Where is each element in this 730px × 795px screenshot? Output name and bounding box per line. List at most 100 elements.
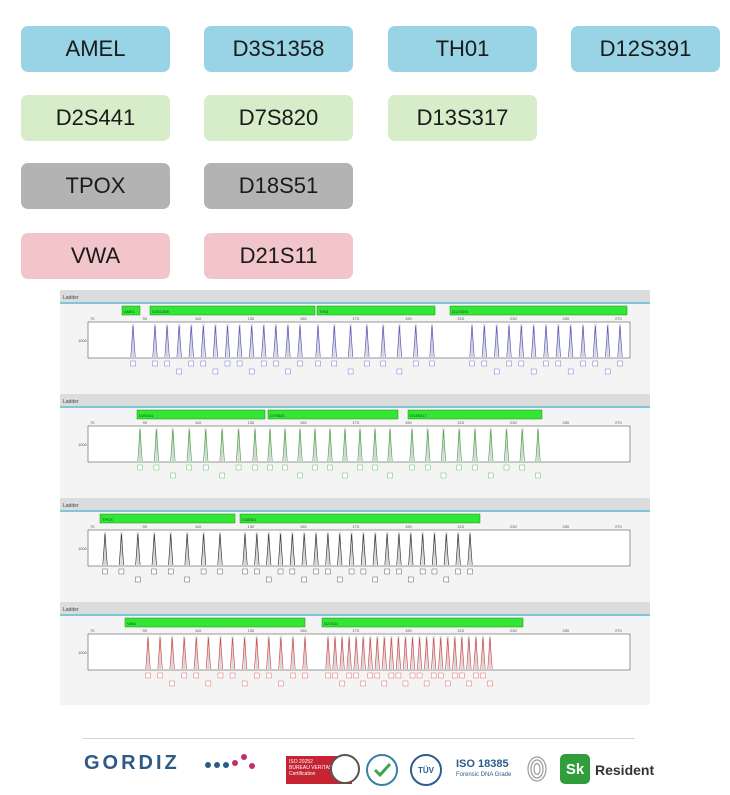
panel-header-bar [60,290,650,302]
allele-call-box [235,464,242,471]
panel-header-accent [60,510,650,512]
allele-call-box [395,672,402,679]
gordiz-logo-dots-icon [205,754,255,769]
allele-call-box [518,360,525,367]
x-tick-label: 190 [405,316,412,321]
allele-peak [242,637,248,670]
x-tick-label: 230 [510,524,517,529]
allele-call-box [212,368,219,375]
y-tick-label: 1000 [78,338,88,343]
allele-peak [408,533,414,566]
allele-peak [467,533,473,566]
allele-call-box [278,680,284,687]
locus-bin [136,409,266,420]
allele-call-box [193,672,200,679]
tuv-seal-icon: TÜV [410,754,442,786]
allele-peak [184,533,190,566]
allele-peak [236,429,242,462]
allele-peak [331,325,337,358]
allele-peak [413,325,419,358]
locus-bin-label: TPOX [102,517,113,522]
allele-call-box [184,576,190,583]
allele-peak [409,429,415,462]
locus-bin [239,513,481,524]
locus-pill-th01: TH01 [388,26,537,72]
allele-peak [170,429,176,462]
allele-call-box [152,360,158,367]
allele-peak [503,429,510,462]
allele-peak [201,533,207,566]
allele-call-box [408,576,414,583]
allele-peak [346,637,352,670]
locus-bin-label: D13S317 [410,413,427,418]
allele-peak [252,429,258,462]
allele-call-box [380,360,386,367]
allele-call-box [604,368,611,375]
panel-header-accent [60,614,650,616]
allele-call-box [266,672,272,679]
locus-bin [407,409,543,420]
allele-call-box [200,568,207,575]
allele-peak [417,637,423,670]
allele-peak [164,325,170,358]
x-tick-label: 90 [143,628,148,633]
locus-bin-label: D21S11 [324,621,339,626]
allele-peak [342,429,348,462]
x-tick-label: 170 [353,524,360,529]
allele-peak [217,533,223,566]
allele-call-box [440,472,447,479]
allele-call-box [431,568,438,575]
allele-peak [518,325,524,358]
allele-call-box [325,672,331,679]
allele-peak [360,533,366,566]
allele-call-box [503,464,510,471]
iso-title: ISO 18385 [456,758,509,770]
allele-call-box [153,464,160,471]
allele-peak [237,325,243,358]
allele-call-box [493,368,500,375]
iso-subtitle: Forensic DNA Grade [456,772,512,778]
locus-bin [99,513,236,524]
allele-peak [535,429,541,462]
x-tick-label: 150 [300,316,307,321]
allele-call-box [535,472,541,479]
allele-call-box [157,672,163,679]
allele-call-box [360,680,366,687]
allele-call-box [467,568,473,575]
allele-call-box [248,368,255,375]
allele-peak [157,637,163,670]
allele-call-box [188,360,194,367]
allele-peak [456,429,462,462]
allele-call-box [429,360,435,367]
allele-call-box [372,576,378,583]
resident-label: Resident [595,762,655,778]
allele-call-box [325,568,331,575]
locus-pill-d18s51: D18S51 [204,163,353,209]
allele-peak [337,533,343,566]
allele-peak [102,533,108,566]
locus-pill-d7s820: D7S820 [204,95,353,141]
allele-peak [118,533,124,566]
allele-peak [290,637,296,670]
allele-call-box [265,576,272,583]
allele-peak [424,637,430,670]
allele-call-box [242,568,248,575]
allele-peak [438,637,444,670]
allele-peak [531,325,537,358]
x-tick-label: 130 [248,420,255,425]
allele-call-box [396,368,403,375]
allele-call-box [374,672,381,679]
allele-peak [360,637,366,670]
locus-bin [267,409,399,420]
allele-call-box [437,672,444,679]
panel-title: Ladder [63,399,79,405]
y-tick-label: 1000 [78,650,88,655]
allele-call-box [580,360,586,367]
allele-call-box [217,568,223,575]
allele-call-box [267,464,273,471]
allele-call-box [455,568,461,575]
x-tick-label: 130 [248,628,255,633]
locus-pill-d2s441: D2S441 [21,95,170,141]
locus-pill-vwa: VWA [21,233,170,279]
